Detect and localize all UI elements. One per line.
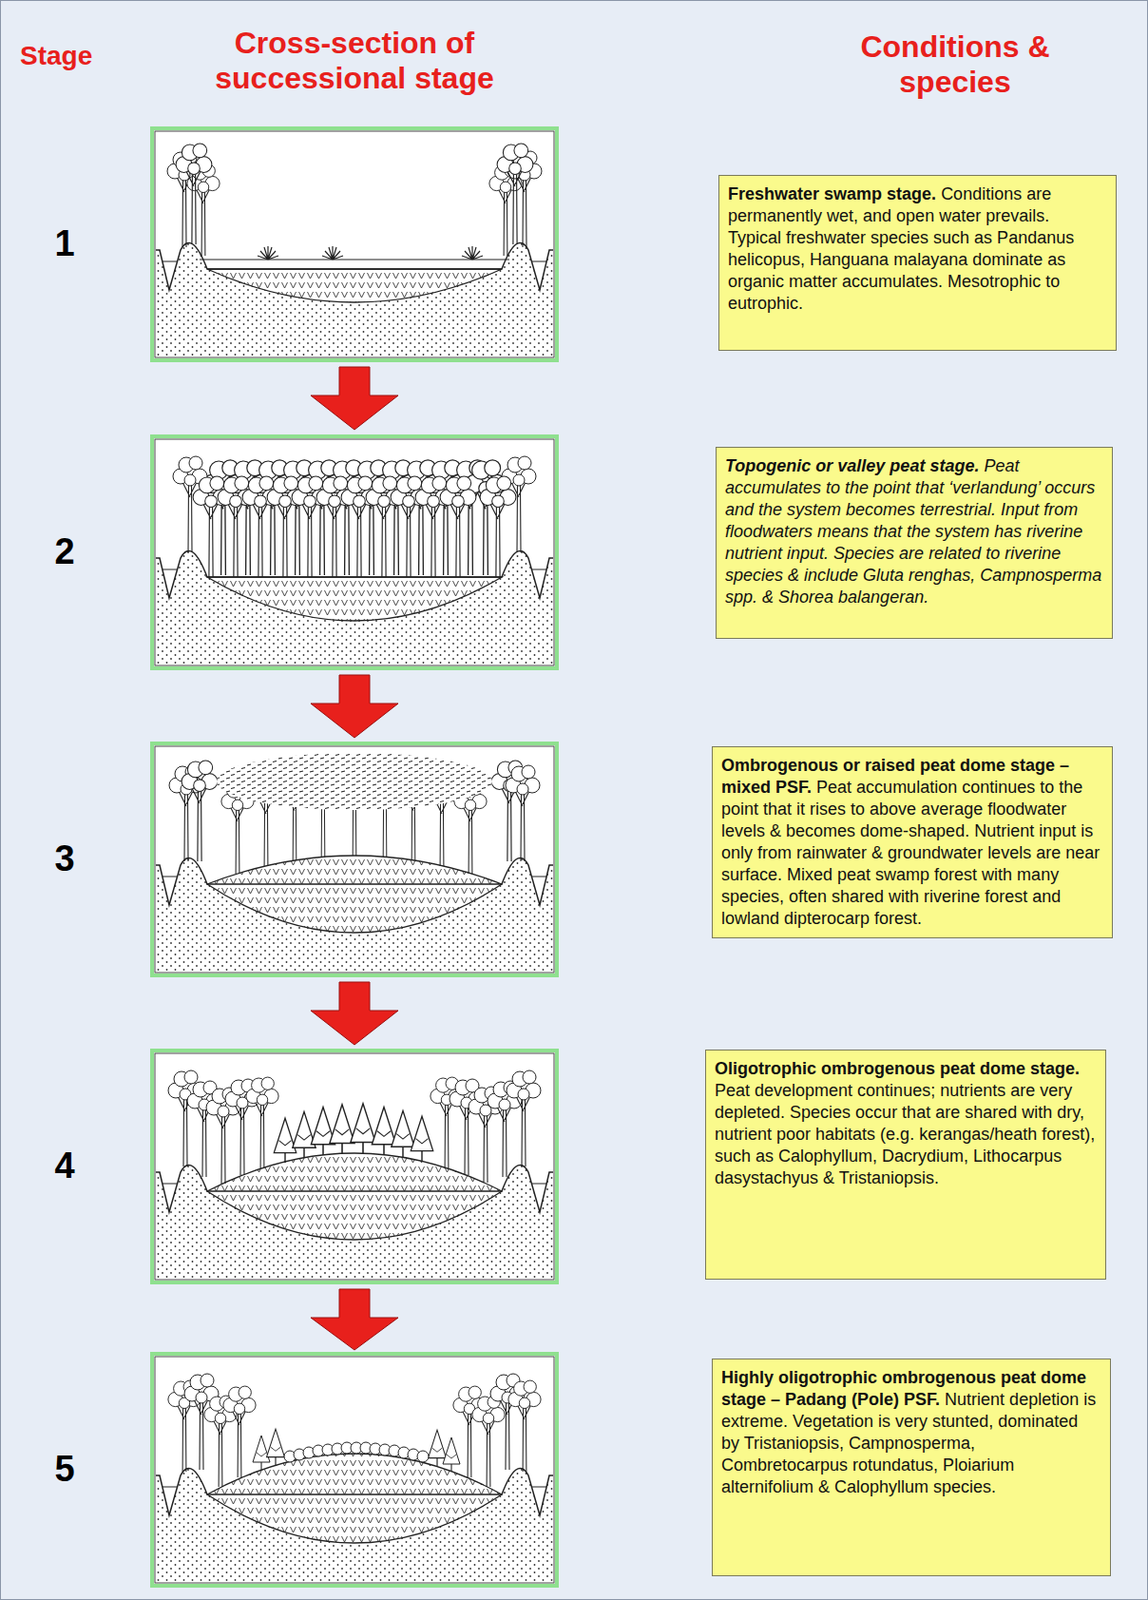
stage-5-section <box>152 1353 557 1586</box>
stage-2-section <box>152 436 557 669</box>
stage-heading: Freshwater swamp stage. <box>727 184 937 204</box>
stage-heading: Oligotrophic ombrogenous peat dome stage… <box>714 1058 1080 1078</box>
box-paragraph: Ombrogenous or raised peat dome stage – … <box>721 754 1103 930</box>
stage-3-section <box>152 743 557 976</box>
conditions-box: Oligotrophic ombrogenous peat dome stage… <box>705 1049 1107 1280</box>
stage-description: Conditions are permanently wet, and open… <box>727 184 1074 313</box>
conditions-box: Topogenic or valley peat stage.Peat accu… <box>715 446 1113 639</box>
stage-number: 5 <box>38 1450 91 1487</box>
box-paragraph: Topogenic or valley peat stage.Peat accu… <box>725 455 1103 609</box>
succession-arrows <box>310 366 399 1350</box>
stage-number: 4 <box>38 1147 91 1184</box>
stage-1-section <box>152 128 557 361</box>
stage-4-section <box>152 1050 557 1282</box>
stage-number: 1 <box>38 225 91 262</box>
conditions-box: Ombrogenous or raised peat dome stage – … <box>711 746 1113 938</box>
stage-description: Peat development continues; nutrients ar… <box>714 1080 1095 1187</box>
conditions-box: Freshwater swamp stage.Conditions are pe… <box>718 174 1117 351</box>
box-paragraph: Oligotrophic ombrogenous peat dome stage… <box>714 1057 1096 1189</box>
stage-number: 2 <box>38 533 91 570</box>
column-heading: Cross-section of successional stage <box>173 25 536 96</box>
box-paragraph: Highly oligotrophic ombrogenous peat dom… <box>721 1366 1101 1498</box>
column-heading: Conditions & species <box>826 29 1084 100</box>
stage-number: 3 <box>38 840 91 877</box>
column-heading: Stage <box>19 40 115 72</box>
box-paragraph: Freshwater swamp stage.Conditions are pe… <box>727 183 1107 315</box>
stage-description: Peat accumulates to the point that ‘verl… <box>725 456 1102 607</box>
conditions-box: Highly oligotrophic ombrogenous peat dom… <box>711 1358 1111 1576</box>
stage-heading: Topogenic or valley peat stage. <box>725 456 979 476</box>
stage-description: Peat accumulation continues to the point… <box>721 777 1100 928</box>
